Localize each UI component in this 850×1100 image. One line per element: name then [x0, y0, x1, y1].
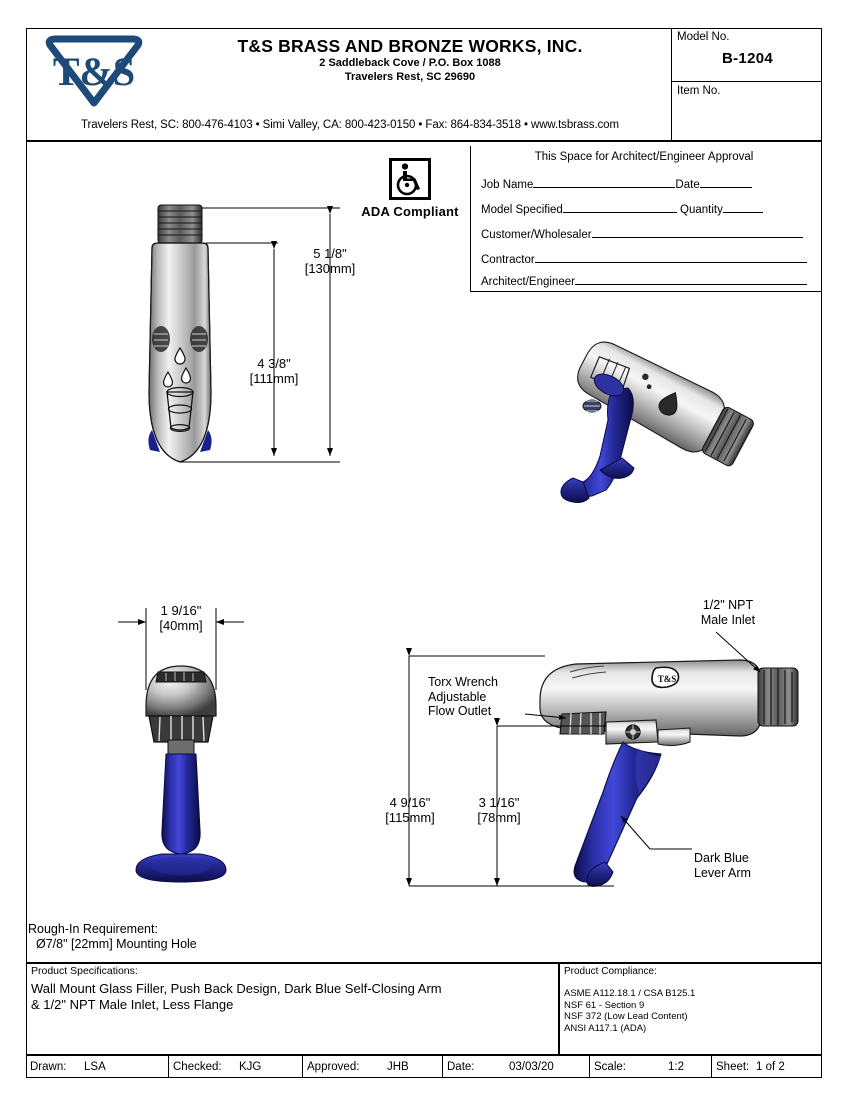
approval-row-contractor: Contractor [481, 251, 813, 266]
dim-side-lever-metric: [78mm] [477, 810, 521, 825]
company-address-1: 2 Saddleback Cove / P.O. Box 1088 [319, 57, 501, 69]
quantity-field[interactable] [722, 201, 763, 213]
callout-lever-line2: Lever Arm [694, 865, 751, 880]
drawn-label: Drawn: [30, 1061, 67, 1073]
compliance-item: ASME A112.18.1 / CSA B125.1 [564, 988, 696, 999]
architect-engineer-label: Architect/Engineer [481, 276, 575, 288]
contractor-field[interactable] [534, 251, 807, 263]
product-compliance-block: Product Compliance: ASME A112.18.1 / CSA… [564, 965, 819, 1034]
approved-label: Approved: [307, 1061, 360, 1073]
company-block: T&S BRASS AND BRONZE WORKS, INC. 2 Saddl… [160, 36, 660, 83]
title-block-checked: Checked: KJG [169, 1056, 303, 1078]
callout-outlet: Torx Wrench Adjustable Flow Outlet [428, 675, 498, 719]
customer-wholesaler-label: Customer/Wholesaler [481, 229, 592, 241]
company-name: T&S BRASS AND BRONZE WORKS, INC. [237, 36, 583, 56]
model-no-label: Model No. [677, 31, 730, 43]
callout-inlet: 1/2" NPT Male Inlet [683, 598, 773, 627]
sheet-value: 1 of 2 [756, 1061, 785, 1073]
title-block-divider [26, 1054, 822, 1056]
dim-side-overall-imperial: 4 9/16" [389, 795, 431, 810]
wheelchair-icon [389, 158, 431, 200]
spec-divider [26, 962, 822, 964]
customer-wholesaler-field[interactable] [591, 226, 803, 238]
dim-side-overall-metric: [115mm] [385, 810, 435, 825]
title-block-sheet: Sheet: 1 of 2 [712, 1056, 822, 1078]
title-block: Drawn: LSA Checked: KJG Approved: JHB Da… [26, 1056, 822, 1078]
checked-value: KJG [239, 1061, 262, 1073]
sheet-label: Sheet: [716, 1061, 750, 1073]
spec-title: Product Specifications: [31, 965, 138, 977]
date-field[interactable] [699, 176, 752, 188]
scale-value: 1:2 [668, 1061, 684, 1073]
quantity-label: Quantity [680, 204, 723, 216]
dimension-side-overall: 4 9/16" [115mm] [368, 795, 452, 825]
dim-width-imperial: 1 9/16" [160, 603, 202, 618]
dim-side-lever-imperial: 3 1/16" [478, 795, 520, 810]
dimension-front-body: 4 3/8" [111mm] [232, 356, 316, 386]
compliance-item: NSF 61 - Section 9 [564, 999, 645, 1011]
dim-front-body-imperial: 4 3/8" [257, 356, 291, 371]
dimension-width: 1 9/16" [40mm] [139, 603, 223, 633]
scale-label: Scale: [594, 1061, 626, 1073]
checked-label: Checked: [173, 1061, 222, 1073]
approval-row-architect: Architect/Engineer [481, 273, 813, 288]
approval-row-customer: Customer/Wholesaler [481, 226, 813, 241]
company-address-2: Travelers Rest, SC 29690 [344, 70, 476, 83]
architect-engineer-field[interactable] [574, 273, 807, 285]
item-no-box: Item No. [671, 82, 822, 140]
rough-in-block: Rough-In Requirement: Ø7/8" [22mm] Mount… [28, 922, 558, 952]
title-block-date: Date: 03/03/20 [443, 1056, 590, 1078]
model-specified-label: Model Specified [481, 204, 563, 216]
dim-width-metric: [40mm] [159, 618, 203, 633]
contact-line: Travelers Rest, SC: 800-476-4103 • Simi … [81, 119, 619, 131]
callout-lever: Dark Blue Lever Arm [694, 851, 751, 880]
job-name-label: Job Name [481, 179, 534, 191]
date-field-label: Date: [447, 1061, 475, 1073]
callout-outlet-line1: Torx Wrench [428, 675, 498, 689]
approved-value: JHB [387, 1061, 409, 1073]
callout-inlet-line1: 1/2" NPT [702, 598, 754, 612]
dimension-side-lever: 3 1/16" [78mm] [457, 795, 541, 825]
spec-line-1: Wall Mount Glass Filler, Push Back Desig… [31, 981, 442, 996]
approval-block: This Space for Architect/Engineer Approv… [470, 146, 822, 292]
date-label: Date [675, 179, 700, 191]
approval-row-model-specified: Model Specified Quantity [481, 201, 813, 216]
dimension-front-overall: 5 1/8" [130mm] [288, 246, 372, 276]
sheet-border [26, 28, 822, 1078]
item-no-label: Item No. [677, 85, 721, 97]
model-specified-field[interactable] [562, 201, 677, 213]
job-name-field[interactable] [533, 176, 676, 188]
ada-compliant-label: ADA Compliant [361, 204, 459, 219]
dim-front-overall-metric: [130mm] [304, 261, 356, 276]
title-block-approved: Approved: JHB [303, 1056, 443, 1078]
compliance-divider [558, 962, 560, 1054]
callout-lever-line1: Dark Blue [694, 851, 749, 865]
model-no-box: Model No. B-1204 [671, 28, 822, 82]
spec-line-2: & 1/2" NPT Male Inlet, Less Flange [31, 997, 234, 1012]
callout-outlet-line3: Flow Outlet [428, 704, 492, 718]
contractor-label: Contractor [481, 254, 535, 266]
approval-row-job-name: Job Name Date [481, 176, 813, 191]
compliance-title: Product Compliance: [564, 966, 657, 977]
svg-text:T&S: T&S [53, 49, 135, 94]
product-specifications-block: Product Specifications: Wall Mount Glass… [31, 965, 551, 1013]
header-divider [26, 140, 822, 142]
rough-in-detail: Ø7/8" [22mm] Mounting Hole [36, 937, 197, 951]
ada-badge: ADA Compliant [350, 158, 470, 219]
compliance-item: NSF 372 (Low Lead Content) [564, 1011, 688, 1022]
approval-title: This Space for Architect/Engineer Approv… [534, 151, 754, 163]
dim-front-body-metric: [111mm] [249, 371, 299, 386]
ts-brass-logo: T&S [44, 35, 144, 107]
date-field-value: 03/03/20 [509, 1061, 554, 1073]
compliance-item: ANSI A117.1 (ADA) [564, 1022, 647, 1034]
title-block-scale: Scale: 1:2 [590, 1056, 712, 1078]
callout-inlet-line2: Male Inlet [700, 612, 756, 627]
callout-outlet-line2: Adjustable [428, 689, 487, 704]
title-block-drawn: Drawn: LSA [26, 1056, 169, 1078]
dim-front-overall-imperial: 5 1/8" [313, 246, 347, 261]
rough-in-title: Rough-In Requirement: [28, 922, 158, 936]
drawn-value: LSA [84, 1061, 106, 1073]
model-no-value: B-1204 [722, 50, 773, 67]
